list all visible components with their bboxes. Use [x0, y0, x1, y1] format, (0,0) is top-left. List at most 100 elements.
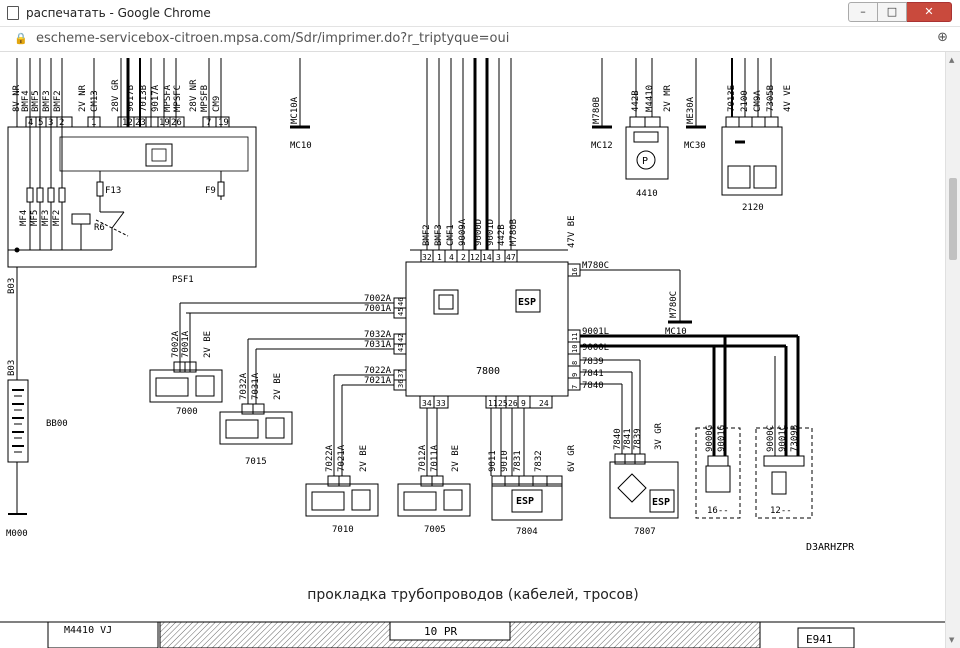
- ecu-pin: 46: [397, 298, 405, 306]
- document-viewport: 8V NR BMF4 BMF5 BMF3 BMF2 2V NR CM13 28V…: [0, 52, 946, 648]
- ecu-wire-label: M780B: [509, 219, 519, 246]
- scrollbar-thumb[interactable]: [949, 178, 957, 260]
- ecu-wire-label: BMF2: [422, 224, 432, 246]
- ecu-wire-label: 9009A: [458, 218, 468, 246]
- sensor-connector: 2V BE: [359, 445, 369, 472]
- sensor-wire: 7011A: [430, 444, 440, 472]
- ecu-pin: 16: [571, 268, 579, 276]
- vertical-scrollbar[interactable]: ▲ ▼: [945, 52, 960, 648]
- title-bar: распечатать - Google Chrome – □ ✕: [0, 0, 960, 27]
- psf1-wire-label: 28V GR: [111, 79, 121, 112]
- sensor-wire: 7022A: [325, 444, 335, 472]
- ecu-pin: 24: [539, 399, 549, 408]
- fuse-label: MF4: [19, 210, 29, 226]
- ecu-pin: 36: [397, 380, 405, 388]
- psf1-wire-label: BMF5: [31, 90, 41, 112]
- ground-label: M000: [6, 529, 28, 539]
- ecu-pin: 8: [571, 361, 579, 365]
- ecu-wire-label: 9001D: [486, 219, 496, 246]
- ecu-pin: 45: [397, 308, 405, 316]
- unit-wire: 7013E: [727, 85, 737, 112]
- ground-label: MC10: [290, 141, 312, 151]
- ecu-left-wire: 7001A: [364, 304, 392, 314]
- sensor-wire: 7012A: [418, 444, 428, 472]
- ecu-pin: 47: [506, 253, 516, 262]
- pin-label: 26: [171, 118, 182, 128]
- ground-label: ME30A: [686, 96, 696, 124]
- unit-connector: 6V GR: [567, 444, 577, 472]
- ecu-right-wire: 7839: [582, 357, 604, 367]
- ecu-pin: 37: [397, 370, 405, 378]
- bb00-battery: [7, 379, 29, 463]
- bottom-left-label: M4410 VJ: [64, 625, 112, 636]
- unit-label: 16--: [707, 506, 729, 516]
- ecu-left-wire: 7022A: [364, 366, 392, 376]
- ground-label: MC12: [591, 141, 613, 151]
- sensor-wire: 7021A: [337, 444, 347, 472]
- psf1-wire-label: BMF2: [53, 90, 63, 112]
- unit-wire: 9011: [488, 450, 498, 472]
- ecu-pin: 34: [422, 399, 432, 408]
- unit-connector: 2V MR: [663, 84, 673, 112]
- ecu-left-wire: 7031A: [364, 340, 392, 350]
- ecu-pin: 26: [508, 399, 518, 408]
- ecu-pin: 7: [571, 385, 579, 389]
- sensor-label: 7000: [176, 407, 198, 417]
- psf1-wire-label: 8V NR: [12, 84, 22, 112]
- ecu-pin: 33: [436, 399, 446, 408]
- ground-label: M780B: [592, 97, 602, 124]
- ecu-wire-label: BMF3: [434, 224, 444, 246]
- psf1-wire-label: BMF4: [21, 90, 31, 112]
- pin-label: 1: [91, 118, 96, 128]
- ecu-pin: 12: [470, 253, 480, 262]
- bb00-label: BB00: [46, 419, 68, 429]
- pin-label: 23: [135, 118, 146, 128]
- pin-label: 5: [38, 118, 43, 128]
- zoom-icon[interactable]: ⊕: [937, 30, 948, 45]
- unit-wire: M4410: [645, 85, 655, 112]
- unit-label: 7807: [634, 527, 656, 537]
- unit-wire: 9001G: [717, 425, 727, 452]
- psf1-wire-label: 9017A: [151, 84, 161, 112]
- ecu-pin: 9: [571, 373, 579, 377]
- unit-wire: CM9A: [753, 90, 763, 112]
- scroll-down-icon[interactable]: ▼: [949, 636, 955, 644]
- address-bar[interactable]: 🔒 escheme-servicebox-citroen.mpsa.com/Sd…: [0, 27, 960, 52]
- pin-label: 12: [122, 118, 133, 128]
- ecu-connector-label: 47V BE: [567, 215, 577, 248]
- pin-label: 4: [28, 118, 33, 128]
- sensor-label: 7010: [332, 525, 354, 535]
- esp-label: ESP: [516, 496, 534, 507]
- pin-label: 19: [159, 118, 170, 128]
- close-button[interactable]: ✕: [907, 2, 952, 22]
- scroll-up-icon[interactable]: ▲: [949, 56, 955, 64]
- ecu-left-wire: 7032A: [364, 330, 392, 340]
- fuse-label: MF3: [41, 210, 51, 226]
- unit-label: 7804: [516, 527, 538, 537]
- esp-label: ESP: [518, 297, 536, 308]
- unit-wire: 9010: [500, 450, 510, 472]
- ecu-pin: 3: [496, 253, 501, 262]
- ecu-wire-label: 442B: [497, 224, 507, 246]
- fuse-label: MF5: [30, 210, 40, 226]
- psf1-wire-label: BMF3: [42, 90, 52, 112]
- ecu-pin: 11: [571, 333, 579, 341]
- pin-label: 3: [48, 118, 53, 128]
- psf1-wire-label: MPSFB: [200, 85, 210, 112]
- ecu-pin: 9: [521, 399, 526, 408]
- url-text[interactable]: escheme-servicebox-citroen.mpsa.com/Sdr/…: [36, 31, 510, 46]
- diagram-code: D3ARHZPR: [806, 542, 855, 553]
- unit-connector: 3V GR: [654, 422, 664, 450]
- ecu-pin: 4: [449, 253, 454, 262]
- ecu-pin: 32: [422, 253, 432, 262]
- ecu-pin: 14: [482, 253, 492, 262]
- unit-wire: 7832: [534, 450, 544, 472]
- lock-icon[interactable]: 🔒: [14, 32, 28, 45]
- minimize-button[interactable]: –: [848, 2, 878, 22]
- maximize-button[interactable]: □: [878, 2, 907, 22]
- psf1-wire-label: MPSFC: [173, 85, 183, 112]
- ecu-right-wire: 9001L: [582, 327, 609, 337]
- unit-wire: 7831: [513, 450, 523, 472]
- ecu-pin: 25: [498, 399, 508, 408]
- ecu-wire-label: 9000D: [474, 219, 484, 246]
